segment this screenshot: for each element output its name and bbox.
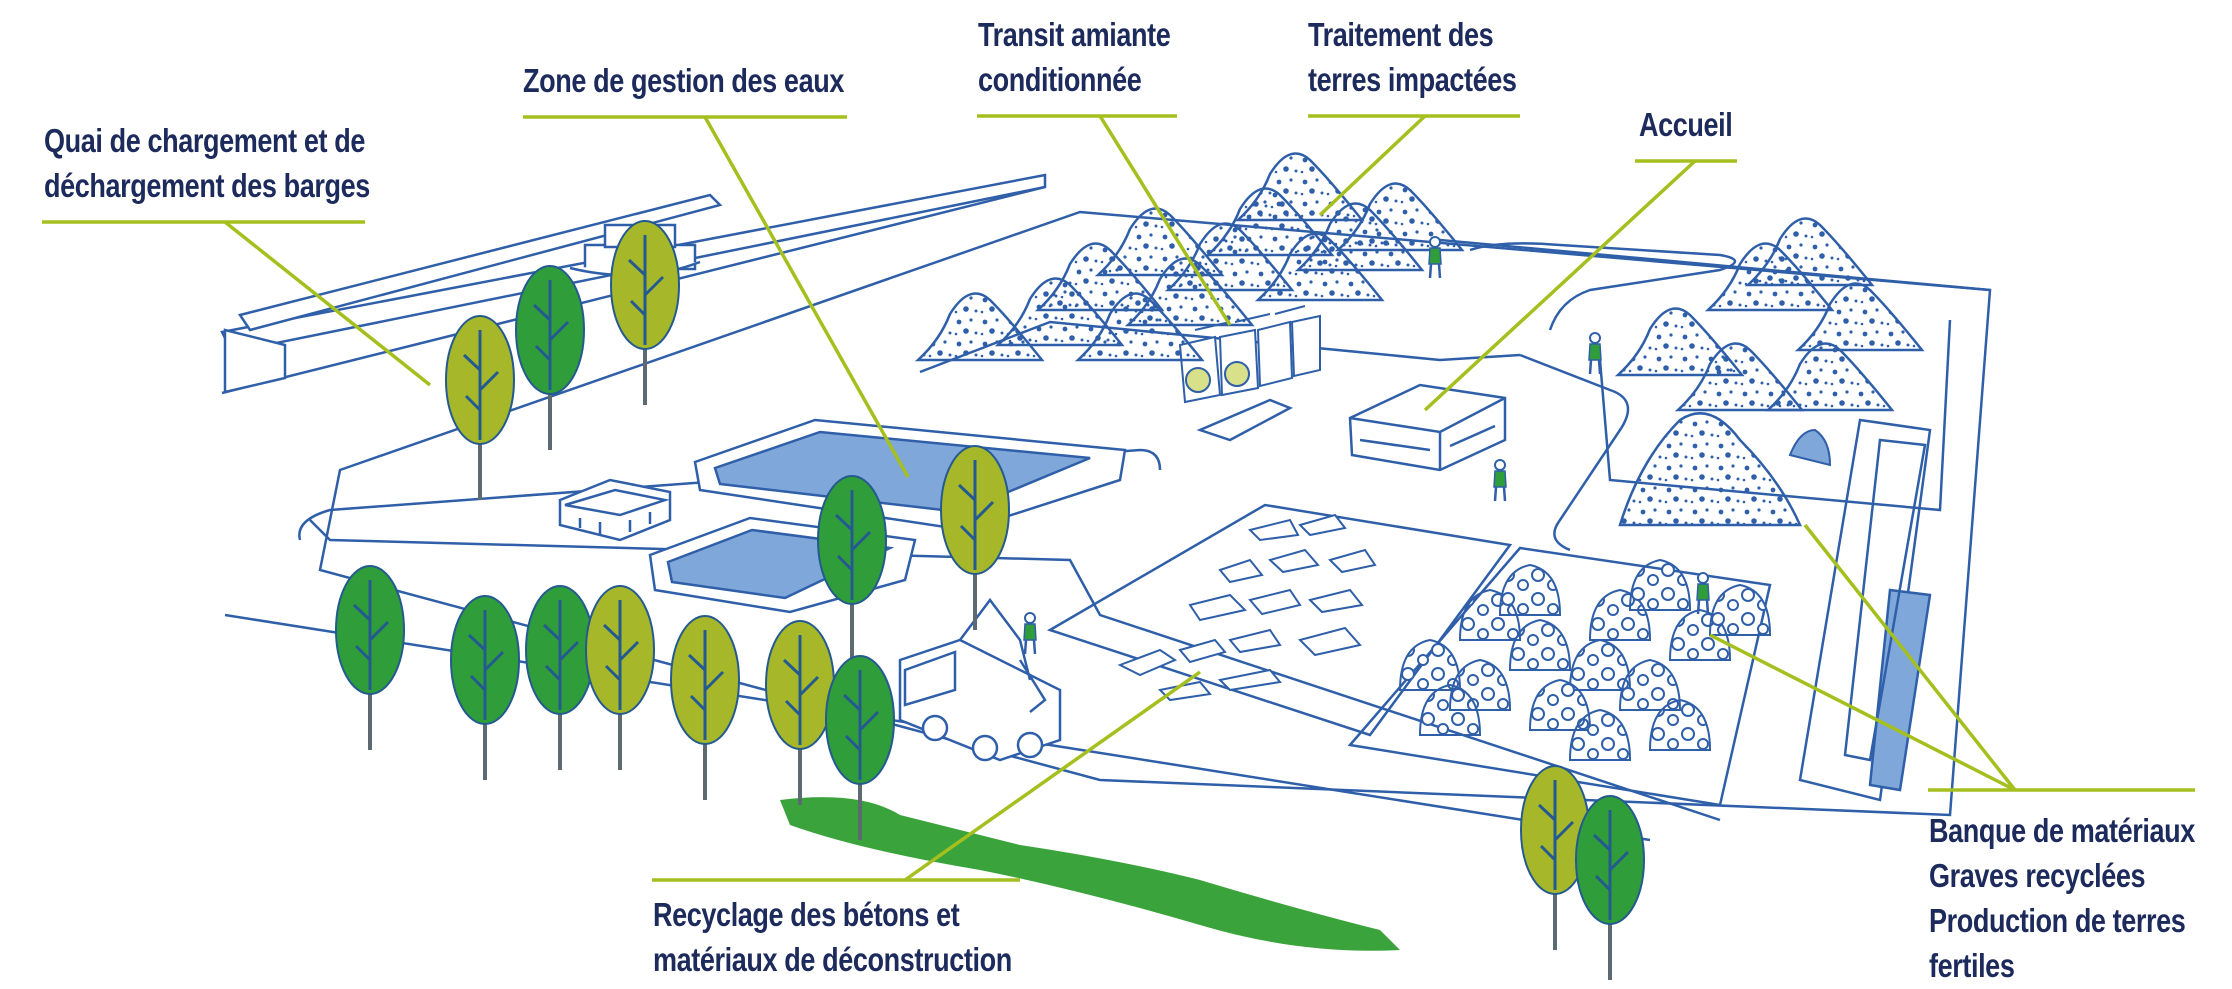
label-eaux: Zone de gestion des eaux xyxy=(523,58,844,103)
label-banque-line4: fertiles xyxy=(1929,947,2015,984)
label-banque: Banque de matériaux Graves recyclées Pro… xyxy=(1929,808,2195,988)
label-quai-line1: Quai de chargement et de xyxy=(44,122,365,159)
excavator-truck-icon xyxy=(898,597,1062,762)
concrete-debris xyxy=(1117,513,1377,702)
label-terres: Traitement des terres impactées xyxy=(1308,12,1517,102)
label-amiante-line1: Transit amiante xyxy=(978,16,1171,53)
reception-building-icon xyxy=(1348,383,1507,472)
building-icon xyxy=(558,478,672,542)
label-recyclage-line2: matériaux de déconstruction xyxy=(653,941,1012,978)
label-amiante-line2: conditionnée xyxy=(978,61,1142,98)
label-recyclage-line1: Recyclage des bétons et xyxy=(653,896,960,933)
label-amiante: Transit amiante conditionnée xyxy=(978,12,1171,102)
label-quai: Quai de chargement et de déchargement de… xyxy=(44,118,370,208)
label-banque-line3: Production de terres xyxy=(1929,902,2186,939)
label-banque-line2: Graves recyclées xyxy=(1929,857,2146,894)
label-quai-line2: déchargement des barges xyxy=(44,167,370,204)
label-banque-line1: Banque de matériaux xyxy=(1929,812,2195,849)
label-eaux-line1: Zone de gestion des eaux xyxy=(523,62,844,99)
label-terres-line1: Traitement des xyxy=(1308,16,1494,53)
label-recyclage: Recyclage des bétons et matériaux de déc… xyxy=(653,892,1012,982)
leader-lines xyxy=(42,114,2195,882)
label-accueil-line1: Accueil xyxy=(1639,106,1733,143)
label-accueil: Accueil xyxy=(1639,102,1733,147)
label-terres-line2: terres impactées xyxy=(1308,61,1517,98)
material-bank-piles xyxy=(1616,217,1924,527)
grass-strip xyxy=(780,797,1400,951)
